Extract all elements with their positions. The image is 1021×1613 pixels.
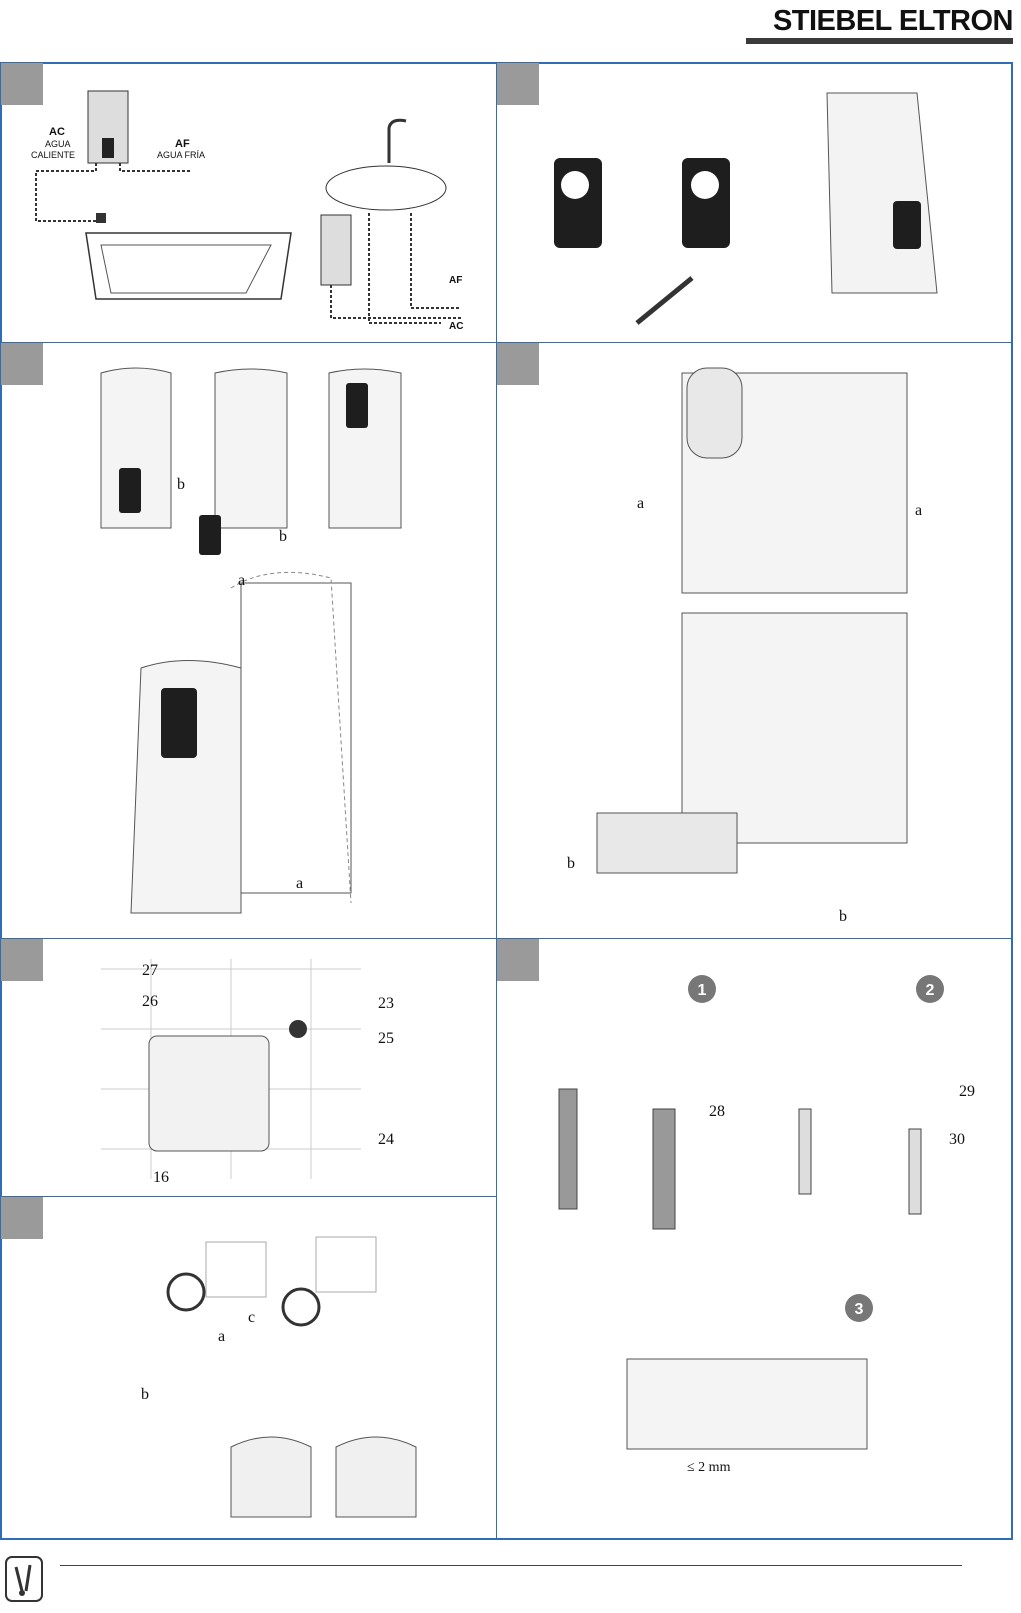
cover-3-panel [346, 383, 368, 428]
label-25: 25 [378, 1030, 394, 1047]
label-a-right: a [915, 502, 922, 519]
basin-tap [389, 120, 406, 163]
hot-pipe [36, 163, 96, 221]
screwdriver-icon [637, 278, 692, 323]
control-knob-2 [691, 171, 719, 199]
label-c: c [248, 1309, 255, 1326]
brand-logo-text: STIEBEL ELTRON [746, 6, 1013, 36]
label-28: 28 [709, 1103, 725, 1120]
label-agua-fria: AGUA FRÍA [157, 150, 205, 160]
fitting-right [283, 1289, 319, 1325]
pipe-2 [653, 1109, 675, 1229]
released-bracket [597, 813, 737, 873]
cover-mounting-diagram: b b a a [1, 343, 497, 939]
pipe-1 [559, 1089, 577, 1209]
figure-panel-7: a b c [0, 1196, 497, 1540]
part-25 [289, 1020, 307, 1038]
wall-grids [206, 1237, 376, 1297]
back-plate [149, 1036, 269, 1151]
label-b-right: b [839, 908, 847, 925]
bracket-release-diagram: a a b b [497, 343, 1013, 939]
label-26: 26 [142, 993, 158, 1010]
label-b-2: b [279, 528, 287, 545]
figure-panel-2 [496, 62, 1013, 343]
control-knob-1 [561, 171, 589, 199]
label-23: 23 [378, 995, 394, 1012]
heater-control-panel [893, 201, 921, 249]
label-a: a [218, 1328, 225, 1345]
bathtub-inner [101, 245, 271, 293]
tools-icon [4, 1555, 44, 1603]
wash-basin [326, 166, 446, 210]
footer-rule [60, 1565, 962, 1566]
label-a-top: a [238, 572, 245, 589]
step-1-label: 1 [698, 982, 707, 999]
control-panel-removal [497, 63, 1013, 343]
label-b-1: b [177, 476, 185, 493]
label-b-left: b [567, 855, 575, 872]
brand-logo: STIEBEL ELTRON [746, 6, 1013, 36]
wall-mounting-diagram: 27 26 23 25 24 16 [1, 939, 497, 1197]
label-af: AF [175, 138, 190, 150]
cover-2 [215, 369, 287, 528]
mounting-bracket [627, 1359, 867, 1449]
label-b: b [141, 1386, 149, 1403]
figure-panel-3: b b a a [0, 342, 497, 939]
label-29: 29 [959, 1083, 975, 1100]
figure-panel-1: AC AGUA CALIENTE AF AGUA FRÍA AF AC [0, 62, 497, 343]
brand-logo-bar [746, 38, 1013, 44]
fitting-assembly-diagram: a b c [1, 1197, 497, 1540]
loose-panel [199, 515, 221, 555]
water-connection-diagram: AC AGUA CALIENTE AF AGUA FRÍA AF AC [1, 63, 497, 343]
water-connection-steps: 1 2 3 28 29 30 ≤ 2 mm [497, 939, 1013, 1540]
label-ac-right: AC [449, 321, 463, 332]
label-30: 30 [949, 1131, 965, 1148]
label-16: 16 [153, 1169, 169, 1186]
label-27: 27 [142, 962, 158, 979]
heater-top-panel [102, 138, 114, 158]
cover-1-panel [119, 468, 141, 513]
figure-panel-4: a a b b [496, 342, 1013, 939]
device-bases [231, 1437, 416, 1517]
label-ac: AC [49, 126, 65, 138]
label-a-left: a [637, 495, 644, 512]
label-24: 24 [378, 1131, 394, 1148]
detail-callout [231, 572, 351, 903]
figure-panel-6: 1 2 3 28 29 30 ≤ 2 mm [496, 938, 1013, 1540]
fitting-left [168, 1274, 204, 1310]
step-2-label: 2 [926, 982, 935, 999]
heater-under-sink [321, 215, 351, 285]
heater-unit [827, 93, 937, 293]
tub-tap-icon [96, 213, 106, 223]
heating-tank-top [687, 368, 742, 458]
label-af-right: AF [449, 275, 462, 286]
label-agua: AGUA [45, 139, 71, 149]
label-caliente: CALIENTE [31, 150, 75, 160]
label-gap: ≤ 2 mm [687, 1460, 731, 1475]
pipe-4 [909, 1129, 921, 1214]
figure-panel-5: 27 26 23 25 24 16 [0, 938, 497, 1197]
label-a-bottom: a [296, 875, 303, 892]
pipe-3 [799, 1109, 811, 1194]
cold-pipe [120, 163, 191, 171]
step-3-label: 3 [855, 1301, 864, 1318]
heater-internals-bottom [682, 613, 907, 843]
front-cover-panel [161, 688, 197, 758]
